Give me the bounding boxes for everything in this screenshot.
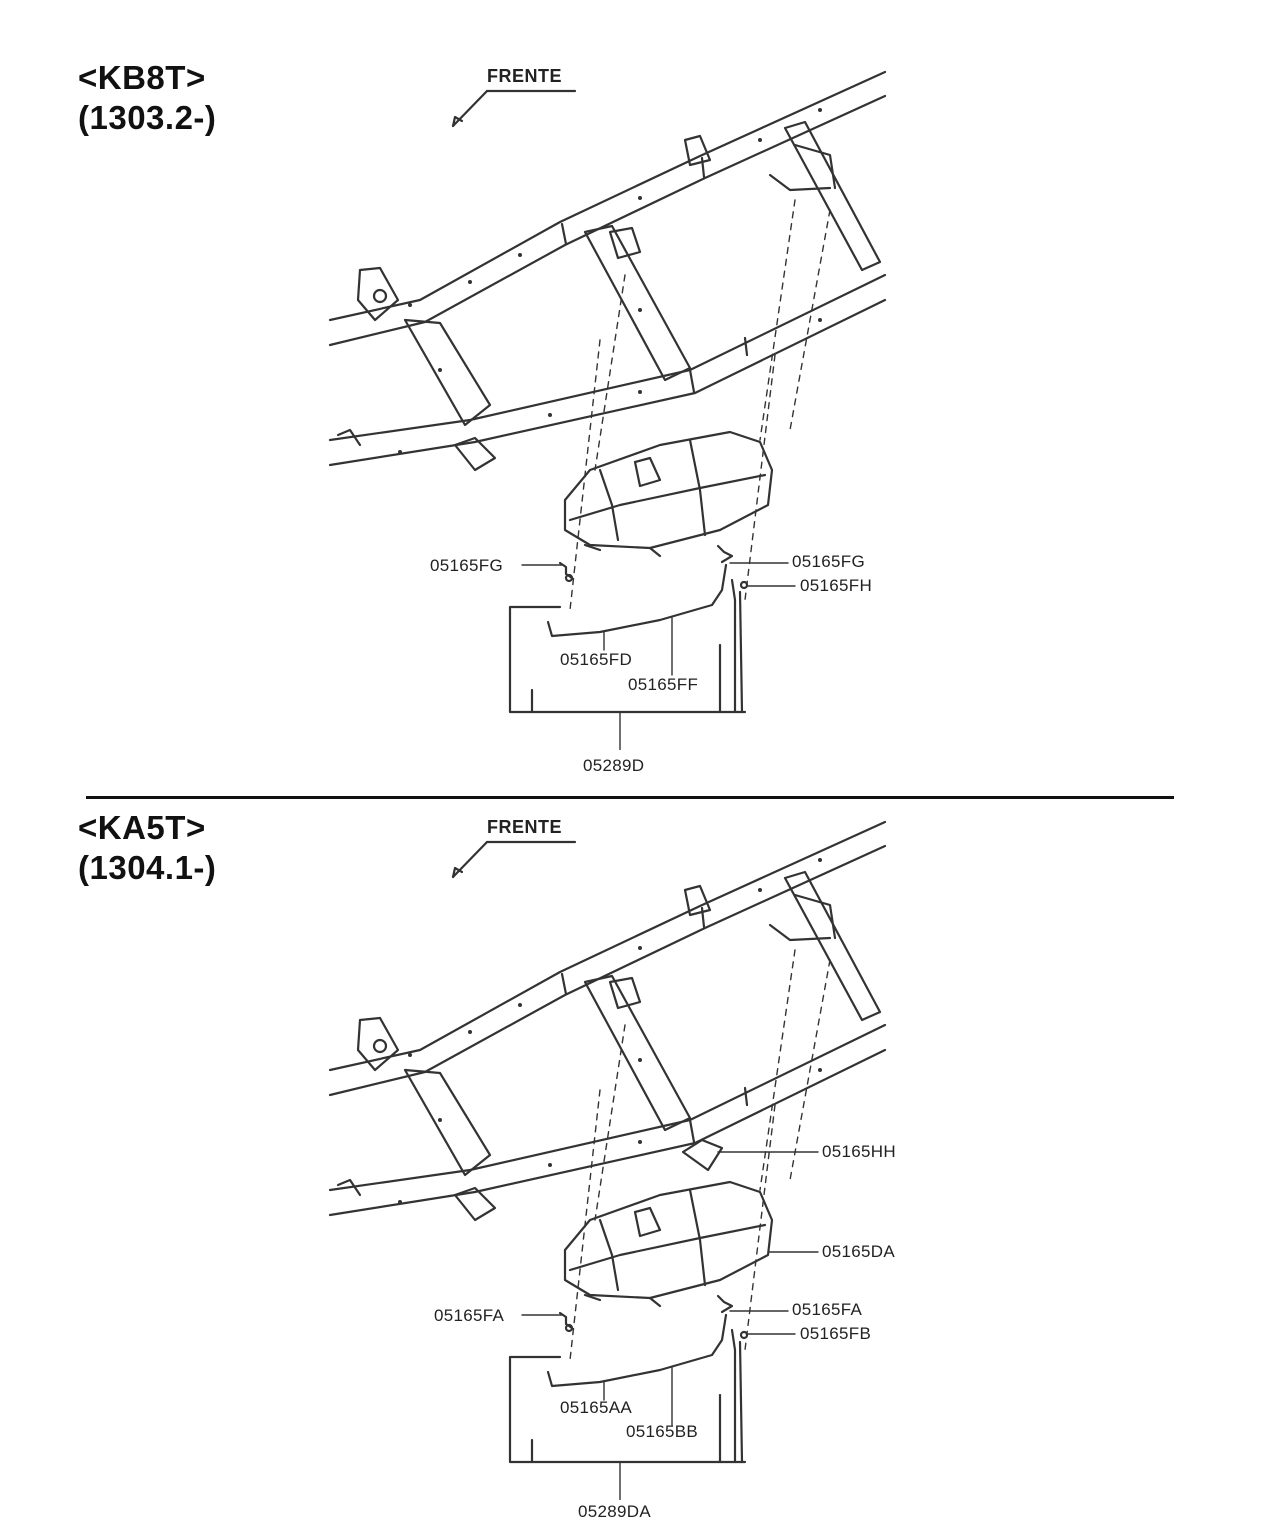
callout-kit: 05289DA bbox=[578, 1502, 651, 1521]
frame-brackets bbox=[336, 884, 832, 1222]
heat-shield bbox=[681, 1138, 724, 1172]
assembly-guide-lines bbox=[569, 199, 831, 611]
callout-clip-left: 05165FA bbox=[434, 1306, 505, 1325]
upper-frame-rail bbox=[328, 820, 887, 1097]
callout-clip-right: 05165FA bbox=[792, 1300, 863, 1319]
upper-frame-rail bbox=[328, 70, 887, 347]
fuel-tank bbox=[563, 1180, 774, 1308]
diagram-section-kb8t: <KB8T> (1303.2-) FRENTE bbox=[0, 0, 1274, 775]
frame-cross-members bbox=[403, 870, 882, 1177]
lower-frame-rail bbox=[328, 273, 887, 467]
callout-clip-right-lower: 05165FB bbox=[800, 1324, 872, 1343]
callout-line-rear: 05165BB bbox=[626, 1422, 699, 1441]
front-direction-label: FRENTE bbox=[487, 66, 562, 86]
clip-right-icon bbox=[716, 544, 749, 590]
section-divider bbox=[86, 796, 1174, 799]
chassis-fuel-tank-illustration bbox=[328, 70, 887, 750]
assembly-guide-lines bbox=[569, 949, 831, 1361]
frame-brackets bbox=[336, 134, 832, 472]
clip-right-icon bbox=[716, 1294, 749, 1340]
frame-rivets bbox=[398, 108, 822, 454]
fuel-tank bbox=[563, 430, 774, 558]
callout-clip-right: 05165FG bbox=[792, 552, 865, 571]
frame-rivets bbox=[398, 858, 822, 1204]
callout-heat-shield: 05165HH bbox=[822, 1142, 896, 1161]
callout-line-front: 05165FD bbox=[560, 650, 633, 669]
callout-leader-lines bbox=[521, 1151, 819, 1500]
lower-frame-rail bbox=[328, 1023, 887, 1217]
kit-bracket-frame bbox=[508, 1355, 747, 1464]
clip-left-icon bbox=[558, 1311, 574, 1333]
clip-left-icon bbox=[558, 561, 574, 583]
callout-leader-lines bbox=[521, 562, 796, 750]
callout-line-front: 05165AA bbox=[560, 1398, 633, 1417]
chassis-fuel-tank-illustration bbox=[328, 820, 887, 1500]
callout-line-rear: 05165FF bbox=[628, 675, 699, 694]
callout-kit: 05289D bbox=[583, 756, 645, 775]
frame-cross-members bbox=[403, 120, 882, 427]
model-range: (1303.2-) bbox=[78, 99, 217, 136]
front-arrow-icon bbox=[451, 840, 577, 879]
callout-clip-left: 05165FG bbox=[430, 556, 503, 575]
model-range: (1304.1-) bbox=[78, 849, 217, 886]
fuel-lines bbox=[546, 563, 744, 714]
fuel-lines bbox=[546, 1313, 744, 1464]
diagram-section-ka5t: <KA5T> (1304.1-) FRENTE bbox=[0, 750, 1274, 1521]
kit-bracket-frame bbox=[508, 605, 747, 714]
callout-clip-right-lower: 05165FH bbox=[800, 576, 873, 595]
front-arrow-icon bbox=[451, 89, 577, 128]
front-direction-label: FRENTE bbox=[487, 817, 562, 837]
callout-fuel-tank: 05165DA bbox=[822, 1242, 895, 1261]
model-code: <KA5T> bbox=[78, 809, 206, 846]
model-code: <KB8T> bbox=[78, 59, 206, 96]
